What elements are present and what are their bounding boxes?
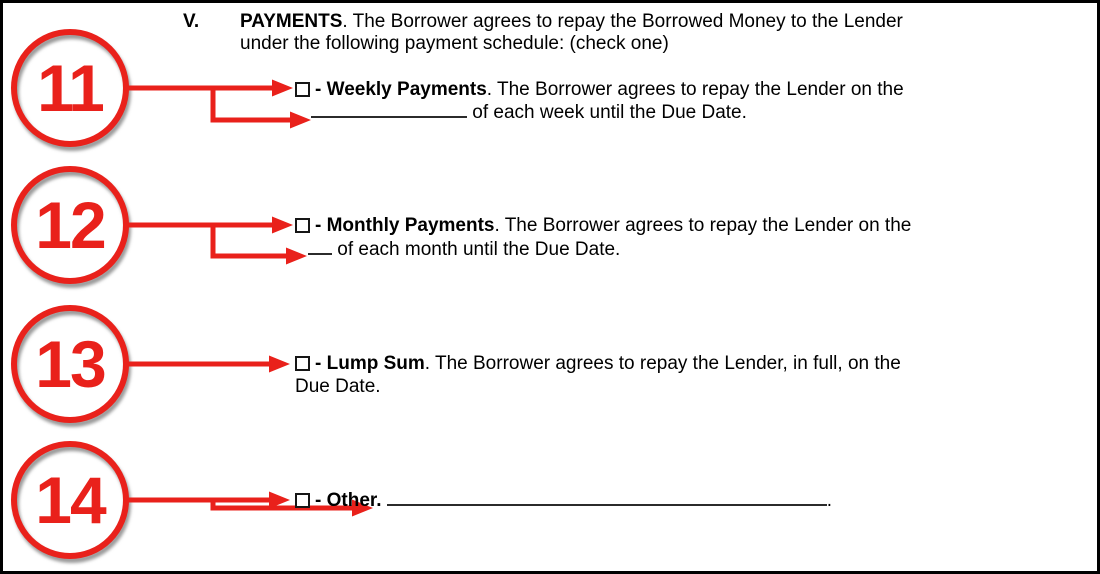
weekly-label: Weekly Payments [326,79,487,100]
other-checkbox[interactable] [295,493,310,508]
callout-arrow-14 [126,491,373,517]
lumpsum-line1-rest: . The Borrower agrees to repay the Lende… [424,353,901,374]
callout-arrow-12 [126,216,307,265]
monthly-line1-rest: . The Borrower agrees to repay the Lende… [494,215,912,236]
other-period: . [826,490,833,511]
weekly-line1-rest: . The Borrower agrees to repay the Lende… [486,79,904,100]
other-blank-field[interactable] [386,489,827,506]
lumpsum-label: Lump Sum [326,353,425,374]
callout-number-14: 14 [35,463,106,537]
section-intro-rest: . The Borrower agrees to repay the Borro… [342,11,903,32]
callout-arrow-11 [126,79,311,129]
dash: - [315,490,322,511]
monthly-label: Monthly Payments [326,215,495,236]
weekly-day-blank-field[interactable] [311,101,467,118]
callout-circle-11 [11,29,131,151]
callout-number-12: 12 [35,188,106,262]
monthly-day-blank-field[interactable] [308,238,332,255]
option-lumpsum-line1: - Lump Sum. The Borrower agrees to repay… [295,353,901,375]
callout-number-13: 13 [35,327,106,401]
option-weekly-line1: - Weekly Payments. The Borrower agrees t… [295,79,904,101]
weekly-checkbox[interactable] [295,82,310,97]
callout-number-11: 11 [37,51,105,125]
option-lumpsum-line2: Due Date. [295,376,381,397]
option-monthly-line2: of each month until the Due Date. [308,238,620,261]
option-weekly-line2: of each week until the Due Date. [311,101,747,124]
option-monthly-line1: - Monthly Payments. The Borrower agrees … [295,215,911,237]
weekly-line2-text: of each week until the Due Date. [467,102,747,123]
option-other-line1: - Other. . [295,489,832,512]
section-intro-line1: PAYMENTS. The Borrower agrees to repay t… [240,11,903,33]
section-number: V. [183,11,200,32]
callout-arrow-13 [126,355,290,373]
other-label: Other. [326,490,382,511]
lumpsum-checkbox[interactable] [295,356,310,371]
dash: - [315,215,322,236]
section-title: PAYMENTS [240,11,343,32]
monthly-line2-text: of each month until the Due Date. [332,239,621,260]
section-intro-line2: under the following payment schedule: (c… [240,33,669,54]
callout-circle-14 [11,441,131,563]
monthly-checkbox[interactable] [295,218,310,233]
dash: - [315,353,322,374]
dash: - [315,79,322,100]
